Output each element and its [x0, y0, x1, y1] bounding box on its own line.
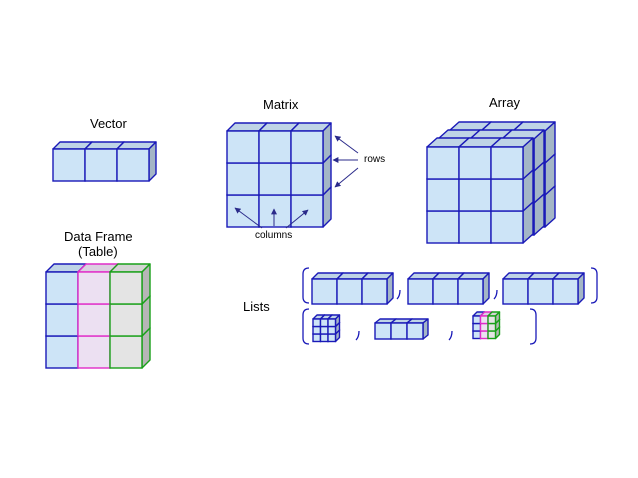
list-comma — [396, 289, 401, 300]
cube-front-face — [109, 271, 143, 305]
cube-front-face — [290, 162, 324, 196]
cube-side-face — [386, 272, 394, 305]
nested-list-bracket-close — [529, 308, 537, 345]
columns-label: columns — [255, 230, 293, 241]
cube-front-face — [472, 322, 482, 332]
cube-front-face — [432, 278, 459, 305]
cube-front-face — [312, 325, 322, 335]
vector-cubes — [52, 141, 157, 182]
cube-front-face — [426, 210, 460, 244]
array-cubes — [426, 121, 556, 244]
cube-front-face — [311, 278, 338, 305]
cube-front-face — [45, 335, 79, 369]
data-frame-label: Data Frame — [64, 229, 133, 244]
cube-front-face — [84, 148, 118, 182]
columns-arrow-left — [234, 207, 263, 229]
cube-front-face — [552, 278, 579, 305]
rows-columns-arrows — [234, 135, 359, 229]
list-comma — [448, 330, 453, 341]
cube-side-face — [577, 272, 585, 305]
cube-front-face — [226, 162, 260, 196]
cube-front-face — [327, 325, 337, 335]
lists-structure — [302, 267, 598, 345]
list-bracket-open — [302, 267, 310, 304]
cube-front-face — [52, 148, 86, 182]
cube-front-face — [258, 130, 292, 164]
cube-front-face — [458, 146, 492, 180]
cube-front-face — [487, 330, 497, 340]
cube-side-face — [141, 263, 151, 305]
cube-front-face — [487, 315, 497, 325]
cube-front-face — [479, 322, 489, 332]
rows-label: rows — [364, 154, 386, 165]
cube-front-face — [406, 322, 424, 340]
cube-front-face — [336, 278, 363, 305]
cube-front-face — [407, 278, 434, 305]
cube-front-face — [390, 322, 408, 340]
cube-front-face — [77, 303, 111, 337]
cube-front-face — [472, 330, 482, 340]
cube-side-face — [148, 141, 157, 182]
cube-front-face — [327, 333, 337, 343]
cube-side-face — [322, 122, 332, 164]
cube-front-face — [109, 303, 143, 337]
cube-front-face — [319, 318, 329, 328]
nested-list-bracket-open — [302, 308, 310, 345]
cube-front-face — [426, 146, 460, 180]
cube-front-face — [116, 148, 150, 182]
cube-front-face — [374, 322, 392, 340]
list-bracket-close — [590, 267, 598, 304]
cube-front-face — [319, 333, 329, 343]
vector-label: Vector — [90, 116, 127, 131]
cube-front-face — [490, 146, 524, 180]
cube-front-face — [426, 178, 460, 212]
data-frame-sublabel: (Table) — [78, 244, 118, 259]
cube-front-face — [361, 278, 388, 305]
cube-front-face — [527, 278, 554, 305]
cube-front-face — [458, 210, 492, 244]
cube-front-face — [45, 303, 79, 337]
cube-front-face — [327, 318, 337, 328]
cube-front-face — [258, 194, 292, 228]
list-comma — [493, 289, 498, 300]
rows-arrow-top — [334, 135, 359, 154]
cube-front-face — [312, 333, 322, 343]
matrix-label: Matrix — [263, 97, 299, 112]
cube-front-face — [490, 210, 524, 244]
cube-front-face — [77, 271, 111, 305]
lists-label: Lists — [243, 299, 270, 314]
cube-front-face — [479, 330, 489, 340]
array-label: Array — [489, 95, 521, 110]
cube-front-face — [226, 130, 260, 164]
rows-arrow-bottom — [334, 167, 359, 188]
cube-front-face — [109, 335, 143, 369]
list-comma — [355, 330, 360, 341]
cube-front-face — [502, 278, 529, 305]
cube-front-face — [77, 335, 111, 369]
cube-front-face — [258, 162, 292, 196]
cube-side-face — [422, 318, 429, 340]
cube-front-face — [319, 325, 329, 335]
cube-front-face — [290, 130, 324, 164]
matrix-cubes — [226, 122, 332, 228]
cube-front-face — [457, 278, 484, 305]
cube-front-face — [490, 178, 524, 212]
cube-front-face — [312, 318, 322, 328]
cube-side-face — [482, 272, 490, 305]
cube-front-face — [472, 315, 482, 325]
columns-arrow-right — [285, 209, 309, 229]
cube-front-face — [479, 315, 489, 325]
cube-front-face — [458, 178, 492, 212]
data-frame-cubes — [45, 263, 151, 369]
cube-front-face — [487, 322, 497, 332]
cube-front-face — [45, 271, 79, 305]
